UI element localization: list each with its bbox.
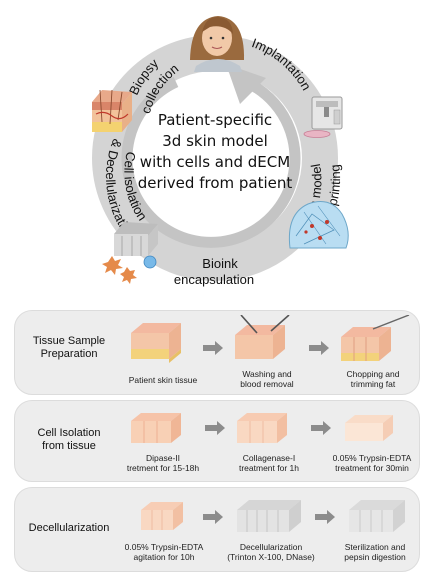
washing-tissue-icon xyxy=(235,315,290,359)
step-caption: Collagenase-I treatment for 1h xyxy=(238,453,299,473)
arrow-icon xyxy=(315,510,335,524)
isolated-cells-icon xyxy=(102,256,137,284)
decellularized-matrix-icon xyxy=(237,500,301,532)
arrow-icon xyxy=(203,341,223,355)
step-caption: 0.05% Trypsin-EDTA treatment for 30min xyxy=(332,453,412,473)
center-line: 3d skin model xyxy=(162,132,268,150)
bioink-hydrogel-icon xyxy=(288,201,349,249)
cycle-arrowhead xyxy=(226,64,266,104)
step-caption: Chopping and trimming fat xyxy=(346,369,400,389)
step-caption: Dipase-II tretment for 15-18h xyxy=(126,453,200,473)
center-line: derived from patient xyxy=(137,174,293,192)
panel-illustrations xyxy=(131,315,410,363)
decm-scaffold-icon xyxy=(114,222,158,269)
panel-cell-isolation: Cell Isolation from tissue Dipase-II tre… xyxy=(14,400,420,482)
label-encapsulation: encapsulation xyxy=(174,272,254,287)
arrow-icon xyxy=(311,421,331,435)
patient-portrait-icon xyxy=(190,16,245,72)
sterilized-matrix-icon xyxy=(349,500,405,532)
panel-illustrations xyxy=(131,413,393,443)
patient-cycle-diagram: Biopsy collection Implantation Skin mode… xyxy=(92,16,349,287)
panel-decellularization: Decellularization xyxy=(14,487,420,572)
step-caption: 0.05% Trypsin-EDTA agitation for 10h xyxy=(124,542,204,562)
panel-title: Tissue Sample Preparation xyxy=(32,335,106,360)
dispase-tissue-icon xyxy=(131,413,181,443)
step-caption: Sterilization and pepsin digestion xyxy=(344,542,406,562)
cycle-arrow-arc xyxy=(121,77,301,248)
skin-tissue-block-icon xyxy=(131,323,181,363)
collagenase-tissue-icon xyxy=(237,413,287,443)
cycle-center-statement: Patient-specific 3d skin model with cell… xyxy=(115,110,315,194)
panel-title: Decellularization xyxy=(28,522,110,534)
bioprinter-icon xyxy=(303,96,343,138)
trypsin-agitation-tissue-icon xyxy=(141,502,183,530)
panel-tissue-sample-preparation: Tissue Sample Preparation xyxy=(14,310,420,395)
panel-title: Cell Isolation from tissue xyxy=(37,427,101,452)
chopped-tissue-icon xyxy=(341,315,410,361)
step-caption: Patient skin tissue xyxy=(128,375,198,385)
panel-illustrations xyxy=(141,500,405,532)
arrow-icon xyxy=(205,421,225,435)
trypsin-tissue-icon xyxy=(345,415,393,441)
label-bioink: Bioink xyxy=(202,256,238,271)
arrow-icon xyxy=(203,510,223,524)
center-line: Patient-specific xyxy=(157,111,273,129)
step-caption: Washing and blood removal xyxy=(240,369,294,389)
arrow-icon xyxy=(309,341,329,355)
skin-biopsy-icon xyxy=(92,89,132,132)
center-line: with cells and dECM xyxy=(139,153,291,171)
step-caption: Decellularization (Trinton X-100, DNase) xyxy=(227,542,315,562)
